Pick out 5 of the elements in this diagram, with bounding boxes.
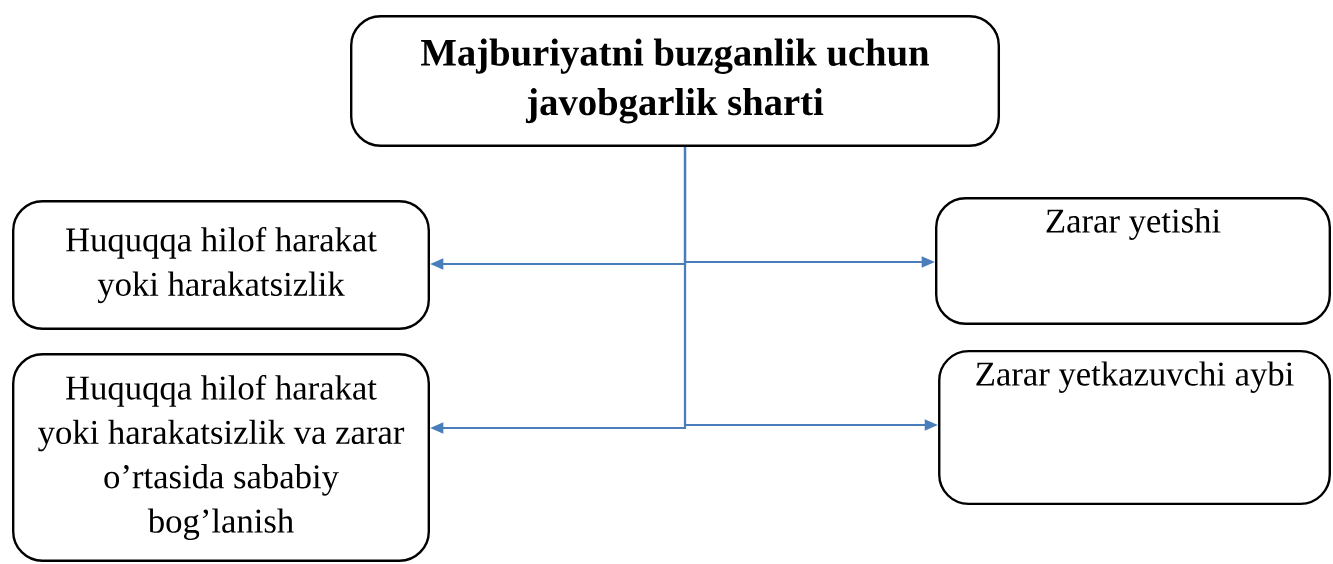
text-box: Zarar yetkazuvchi aybi	[938, 349, 1331, 506]
text-box: Zarar yetishi	[935, 197, 1331, 325]
text-box: Huquqqa hilof harakat yoki harakatsizlik va zarar o’rtasida sababiy bog’lanish	[12, 353, 430, 562]
text-box: Majburiyatni buzganlik uchun javobgarlik sharti	[350, 15, 1001, 147]
text-box: Huquqqa hilof harakat yoki harakatsizlik	[12, 200, 430, 330]
